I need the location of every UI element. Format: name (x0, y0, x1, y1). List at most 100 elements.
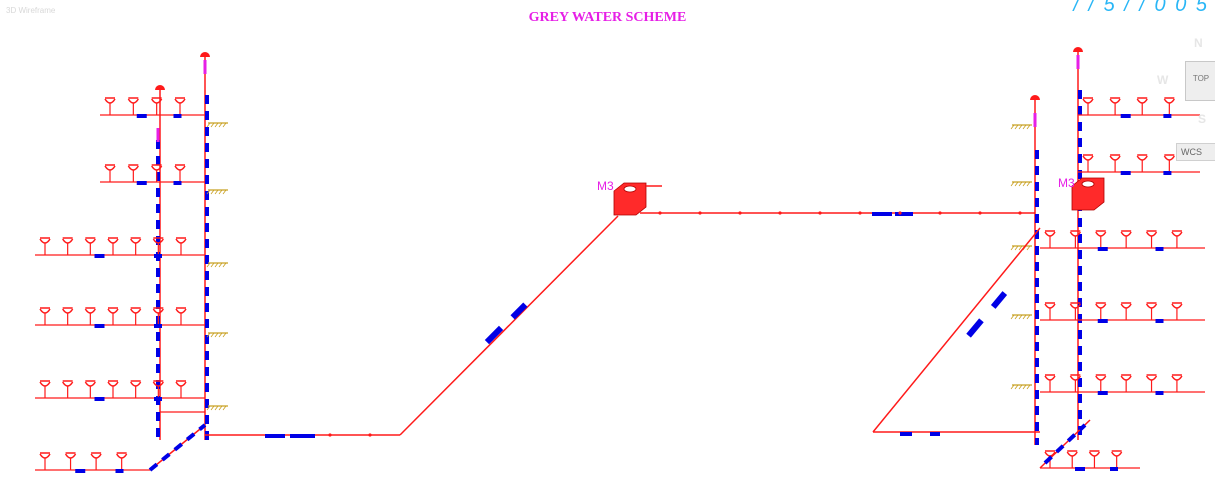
pipe-joint (938, 211, 942, 215)
pipe-joint (898, 211, 902, 215)
ground-hatch (1026, 314, 1031, 320)
vent-cap (200, 52, 210, 57)
ground-hatch (1014, 124, 1019, 130)
fixture-trap (90, 453, 102, 459)
fixture-trap (1044, 375, 1056, 381)
pipe-joint (978, 211, 982, 215)
pipe-fitting (1155, 247, 1164, 251)
pipe-joint (698, 211, 702, 215)
ground-hatch (1014, 181, 1019, 187)
ground-hatch (1018, 384, 1023, 390)
fixture-trap (1069, 303, 1082, 309)
fixture-trap (151, 165, 163, 171)
left-building-risers (35, 52, 228, 473)
fixture-trap (175, 308, 187, 314)
pipe-fitting (265, 434, 285, 438)
pipe-fitting (154, 397, 162, 401)
main-sewer-line (205, 211, 1041, 438)
ground-hatch (206, 122, 211, 128)
ground-hatch (1010, 181, 1015, 187)
pipe-fitting (94, 397, 105, 401)
pipe-fitting (290, 434, 315, 438)
fixture-trap (1082, 98, 1094, 104)
fixture-trap (1095, 231, 1107, 237)
pipe-joint (858, 211, 862, 215)
fixture-trap (151, 98, 163, 104)
pipe-fitting (872, 212, 892, 216)
fixture-trap (107, 381, 119, 387)
pipe-fitting-diagonal (510, 302, 528, 320)
pipe-fitting (1075, 467, 1085, 471)
pipe-fitting (1110, 467, 1118, 471)
ground-hatch (1010, 314, 1015, 320)
viewcube-top-face[interactable]: TOP (1185, 61, 1215, 101)
manhole-label-right: M3 (1058, 176, 1075, 190)
pipe-fitting-diagonal (484, 325, 504, 345)
manhole-box (613, 182, 647, 216)
ground-hatch (1014, 314, 1019, 320)
compass-west[interactable]: W (1157, 73, 1169, 87)
ground-hatch (222, 122, 227, 128)
ground-hatch (214, 189, 219, 195)
pipe-fitting (1120, 114, 1131, 118)
ground-hatch (210, 122, 215, 128)
fixture-trap (84, 308, 96, 314)
wcs-dropdown[interactable]: WCS (1176, 143, 1215, 161)
ground-hatch (210, 262, 215, 268)
fixture-trap (1171, 375, 1183, 381)
fixture-trap (152, 238, 164, 244)
fixture-trap (84, 238, 96, 244)
fixture-trap (1044, 303, 1056, 309)
pipe-fitting (115, 469, 124, 473)
ground-hatch (1026, 384, 1031, 390)
vent-cap (155, 85, 165, 90)
fixture-trap (152, 308, 164, 314)
ground-hatch (1010, 384, 1015, 390)
insulated-pipe-segment (148, 423, 207, 472)
scheme-title: GREY WATER SCHEME (528, 10, 687, 25)
pipe-joint (818, 211, 822, 215)
ground-hatch (206, 332, 211, 338)
ground-hatch (1018, 181, 1023, 187)
fixture-trap (130, 238, 142, 244)
fixture-trap (62, 308, 74, 314)
ground-hatch (206, 262, 211, 268)
manholes (613, 177, 1105, 216)
ground-hatch (1010, 124, 1015, 130)
outfall-right-diagonal (872, 227, 1041, 433)
compass-south[interactable]: S (1198, 112, 1207, 126)
ground-hatch (1010, 245, 1015, 251)
fixture-trap (127, 165, 139, 171)
compass-north[interactable]: N (1194, 36, 1203, 50)
ground-hatch (214, 332, 219, 338)
fixture-trap (130, 381, 142, 387)
fixture-trap (39, 308, 51, 314)
pipe-joint (778, 211, 782, 215)
ground-hatch (214, 122, 219, 128)
fixture-trap (1163, 98, 1175, 104)
right-building-risers (1010, 47, 1205, 471)
fixture-trap (1163, 155, 1175, 161)
fixture-trap (116, 453, 128, 459)
fixture-trap (1095, 375, 1107, 381)
pipe-fitting (895, 212, 913, 216)
vent-marker (203, 60, 207, 74)
vent-cap (1073, 47, 1083, 52)
manhole-label-left: M3 (597, 179, 614, 193)
fixture-trap (107, 308, 119, 314)
ground-hatch (218, 189, 223, 195)
pipe-fitting (930, 432, 940, 436)
pipe-fitting (94, 324, 105, 328)
fixture-trap (1109, 155, 1121, 161)
fixture-trap (39, 453, 51, 459)
corner-annotation: / / 5 / / 0 0 5 (1073, 0, 1209, 16)
ground-hatch (1022, 384, 1027, 390)
ground-hatch (1026, 245, 1031, 251)
ground-hatch (214, 262, 219, 268)
fixture-trap (107, 238, 119, 244)
manhole-box (1071, 177, 1105, 211)
vent-marker (1076, 55, 1080, 69)
pipe-fitting (1163, 171, 1172, 175)
pipe-fitting (75, 469, 86, 473)
